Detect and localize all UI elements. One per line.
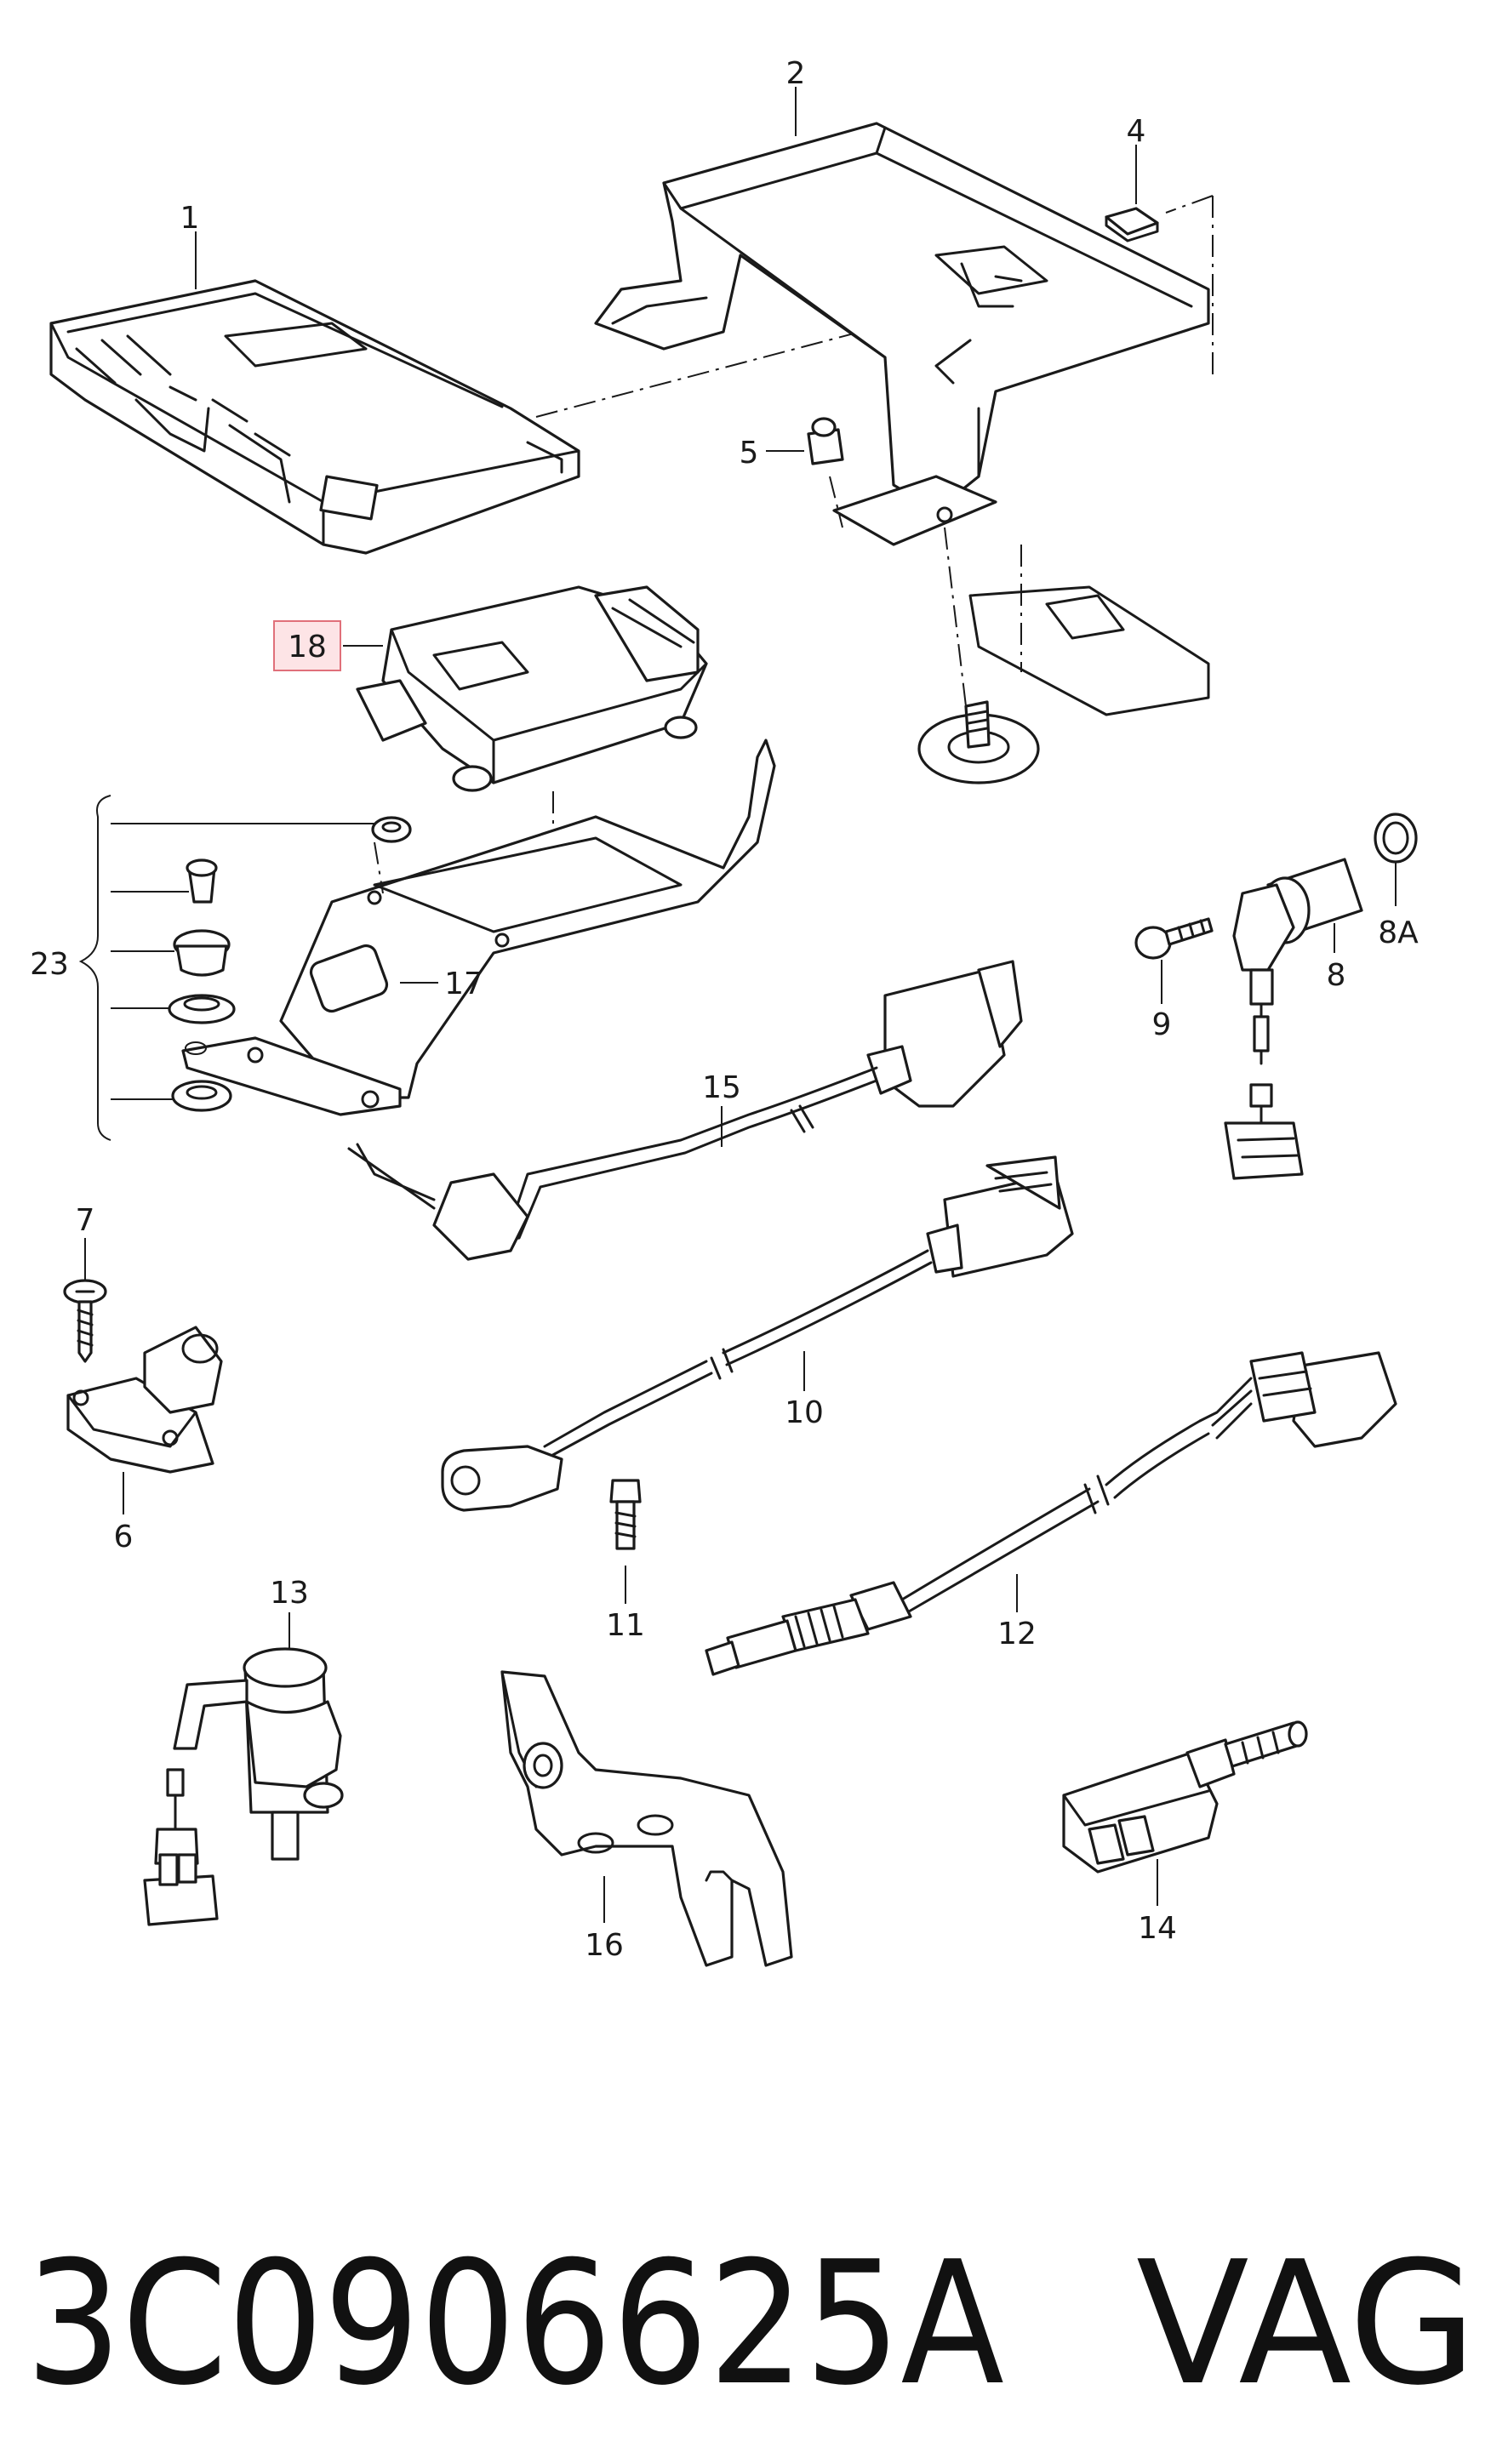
- dashline-1-2: [535, 327, 877, 418]
- part-5-clip-nut: [807, 417, 844, 465]
- part-4-pad: [1105, 207, 1159, 242]
- part-8-speed-sensor: [1224, 813, 1418, 1180]
- callout-10: 10: [785, 1395, 824, 1430]
- part-23-grommet-set: [78, 795, 412, 1141]
- part-11-bolt: [609, 1479, 642, 1550]
- part-14-switch: [1062, 1720, 1308, 1874]
- callout-16: 16: [585, 1928, 624, 1963]
- callout-13: 13: [270, 1576, 309, 1611]
- callout-7: 7: [76, 1203, 95, 1238]
- leader-lines: [84, 87, 1397, 1923]
- callout-1: 1: [180, 201, 200, 236]
- callout-23: 23: [30, 947, 69, 982]
- part-2-bracket: [594, 122, 1210, 512]
- part-number: 3C0906625A: [26, 2225, 1004, 2423]
- callout-12: 12: [997, 1617, 1037, 1651]
- part-10-knock-sensor: [441, 1155, 1074, 1512]
- callout-4: 4: [1127, 114, 1146, 149]
- part-9-bolt: [1134, 917, 1214, 960]
- part-12-lambda-probe: [705, 1351, 1397, 1676]
- part-1-control-unit: [49, 279, 580, 555]
- part-17-plate: [181, 739, 776, 1116]
- part-6-map-sensor: [66, 1326, 223, 1474]
- part-13-solenoid-valve: [143, 1647, 344, 1926]
- callout-5: 5: [740, 436, 759, 471]
- brand-name: VAG: [1136, 2225, 1477, 2423]
- callout-6: 6: [114, 1520, 134, 1554]
- part-18-unit: [356, 585, 708, 792]
- part-2-lower-bracket: [832, 475, 1210, 784]
- callout-8: 8: [1327, 958, 1346, 993]
- part-7-screw: [63, 1279, 107, 1363]
- callout-18-highlight: [273, 620, 341, 671]
- part-15-sensor: [347, 960, 1023, 1261]
- callout-9: 9: [1152, 1007, 1172, 1042]
- callout-14: 14: [1138, 1911, 1177, 1946]
- callout-15: 15: [702, 1070, 741, 1105]
- callout-11: 11: [606, 1608, 645, 1643]
- part-16-bracket: [500, 1670, 793, 1967]
- callout-18: 18: [288, 630, 327, 664]
- callout-8A: 8A: [1378, 915, 1419, 950]
- callout-17: 17: [444, 967, 483, 1001]
- callout-2: 2: [786, 56, 806, 91]
